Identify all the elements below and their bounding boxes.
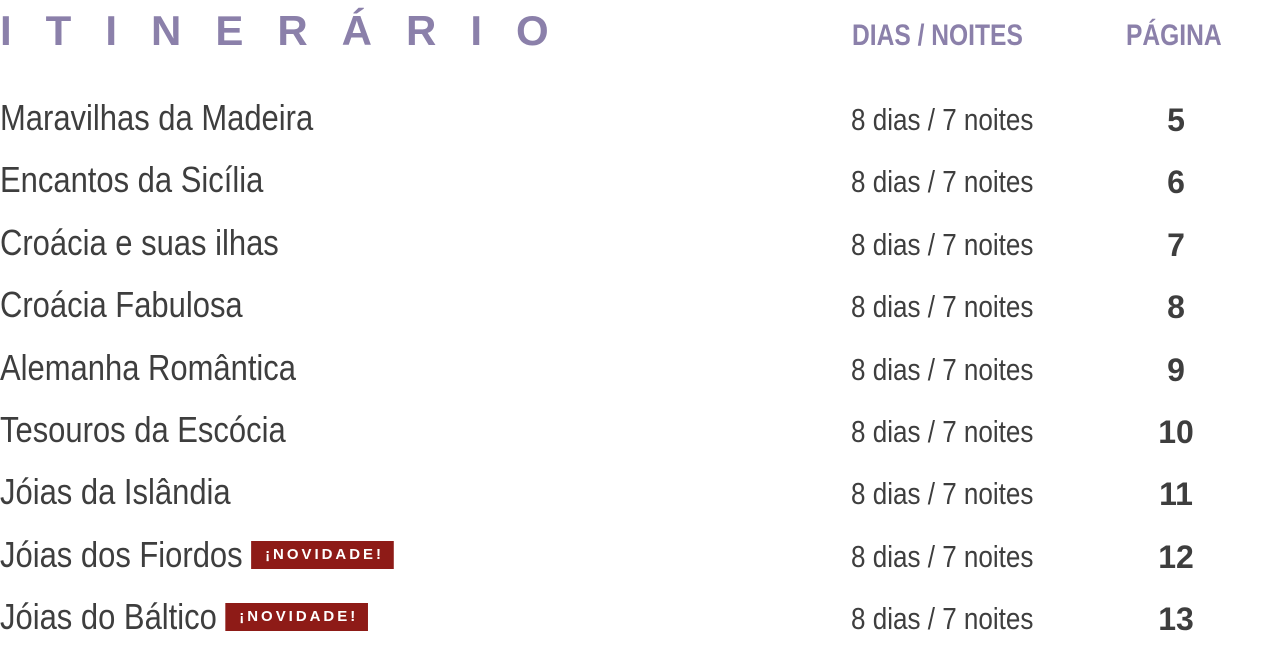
- itinerary-page-number: 10: [1158, 413, 1194, 450]
- itinerary-duration: 8 dias / 7 noites: [851, 351, 1034, 387]
- itinerary-duration: 8 dias / 7 noites: [851, 413, 1034, 449]
- itinerary-name-group: Maravilhas da Madeira: [0, 96, 313, 140]
- column-header-page: PÁGINA: [1126, 19, 1222, 52]
- itinerary-row: Maravilhas da Madeira 8 dias / 7 noites 5: [0, 88, 1270, 150]
- itinerary-name-group: Croácia e suas ilhas: [0, 221, 279, 265]
- itinerary-page-number: 8: [1167, 289, 1185, 326]
- itinerary-page-number: 5: [1167, 102, 1185, 138]
- itinerary-page-number: 11: [1159, 476, 1193, 513]
- itinerary-row: Croácia Fabulosa 8 dias / 7 noites 8: [0, 275, 1270, 337]
- itinerary-name: Croácia Fabulosa: [0, 284, 243, 326]
- itinerary-name: Jóias da Islândia: [0, 471, 231, 513]
- itinerary-duration: 8 dias / 7 noites: [851, 476, 1034, 512]
- column-header-days-nights: DIAS / NOITES: [852, 19, 1023, 52]
- itinerary-name: Maravilhas da Madeira: [0, 97, 314, 138]
- itinerary-name-group: Alemanha Romântica: [0, 346, 296, 390]
- itinerary-duration: 8 dias / 7 noites: [851, 538, 1034, 574]
- itinerary-row: Encantos da Sicília 8 dias / 7 noites 6: [0, 150, 1270, 212]
- itinerary-name: Encantos da Sicília: [0, 159, 264, 201]
- itinerary-page-number: 7: [1167, 226, 1185, 263]
- itinerary-name-group: Croácia Fabulosa: [0, 283, 243, 327]
- itinerary-name-group: Jóias dos Fiordos ¡NOVIDADE!: [0, 533, 395, 577]
- itinerary-name-group: Jóias da Islândia: [0, 470, 231, 514]
- itinerary-duration: 8 dias / 7 noites: [851, 226, 1034, 262]
- itinerary-name: Jóias do Báltico: [0, 596, 217, 638]
- itinerary-duration: 8 dias / 7 noites: [851, 164, 1034, 200]
- itinerary-row: Jóias da Islândia 8 dias / 7 noites 11: [0, 462, 1270, 524]
- itinerary-row: Jóias dos Fiordos ¡NOVIDADE! 8 dias / 7 no…: [0, 525, 1270, 587]
- itinerary-name: Jóias dos Fiordos: [0, 533, 243, 575]
- itinerary-name: Tesouros da Escócia: [0, 408, 286, 450]
- itinerary-header: ITINERÁRIO DIAS / NOITES PÁGINA: [0, 0, 1270, 70]
- itinerary-duration: 8 dias / 7 noites: [851, 289, 1034, 325]
- new-badge: ¡NOVIDADE!: [225, 603, 369, 632]
- itinerary-row: Tesouros da Escócia 8 dias / 7 noites 10: [0, 400, 1270, 462]
- itinerary-name-group: Tesouros da Escócia: [0, 408, 286, 452]
- itinerary-page-number: 12: [1158, 538, 1194, 575]
- itinerary-row: Croácia e suas ilhas 8 dias / 7 noites 7: [0, 213, 1270, 275]
- itinerary-name: Alemanha Romântica: [0, 346, 297, 388]
- itinerary-name-group: Encantos da Sicília: [0, 158, 263, 202]
- itinerary-row: Alemanha Romântica 8 dias / 7 noites 9: [0, 338, 1270, 400]
- itinerary-duration: 8 dias / 7 noites: [851, 102, 1034, 137]
- itinerary-row: Jóias do Báltico ¡NOVIDADE! 8 dias / 7 noi…: [0, 587, 1270, 649]
- page-title: ITINERÁRIO: [0, 7, 583, 54]
- itinerary-name-group: Jóias do Báltico ¡NOVIDADE!: [0, 595, 369, 639]
- itinerary-page-number: 9: [1167, 351, 1185, 388]
- itinerary-page-number: 13: [1158, 601, 1194, 638]
- new-badge: ¡NOVIDADE!: [251, 540, 395, 569]
- itinerary-page-number: 6: [1167, 164, 1185, 201]
- itinerary-duration: 8 dias / 7 noites: [851, 601, 1034, 637]
- itinerary-name: Croácia e suas ilhas: [0, 221, 279, 263]
